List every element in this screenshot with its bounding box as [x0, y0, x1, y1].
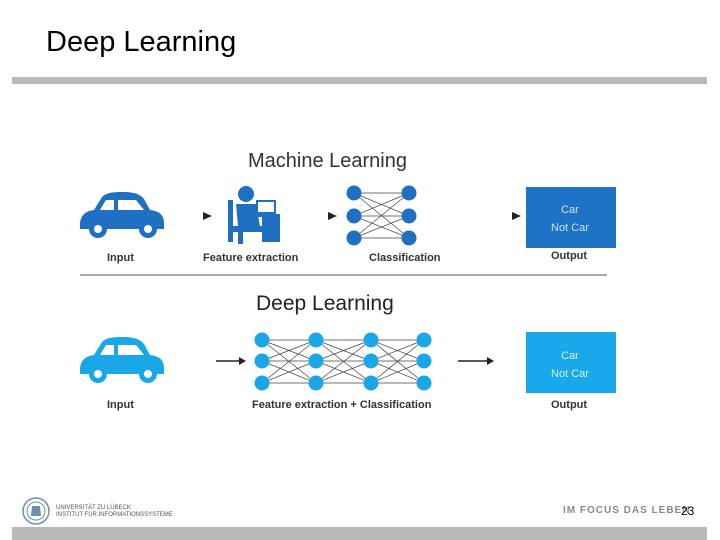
- network-edge: [315, 339, 372, 362]
- ml-classification-label: Classification: [369, 252, 441, 264]
- ml-neural-network: [346, 185, 417, 246]
- network-node: [308, 375, 324, 391]
- dl-input-label: Input: [107, 399, 134, 411]
- page-number: 23: [681, 504, 695, 518]
- dl-output-not-car: Not Car: [551, 368, 589, 380]
- network-edge: [370, 339, 425, 384]
- slide-title: Deep Learning: [46, 26, 237, 58]
- ml-output-car: Car: [561, 204, 579, 216]
- ml-arrow-2: [328, 212, 337, 220]
- network-node: [416, 353, 432, 369]
- network-edge: [261, 339, 317, 384]
- network-node: [346, 185, 362, 201]
- network-node: [308, 332, 324, 348]
- dl-output-box: [526, 332, 616, 393]
- ml-output-label: Output: [551, 250, 587, 262]
- network-node: [254, 332, 270, 348]
- network-edge: [370, 339, 425, 362]
- network-edge: [261, 360, 317, 384]
- network-edge: [261, 339, 317, 362]
- ml-arrow-1: [203, 212, 212, 220]
- network-node: [254, 353, 270, 369]
- dl-neural-network: [254, 332, 432, 391]
- network-node: [363, 332, 379, 348]
- dl-car-icon: [80, 337, 164, 383]
- network-node: [401, 185, 417, 201]
- network-edge: [353, 192, 410, 239]
- university-name-line-1: UNIVERSITÄT ZU LÜBECK: [56, 505, 131, 511]
- dl-feature-classification-label: Feature extraction + Classification: [252, 399, 432, 411]
- network-edge: [353, 215, 410, 239]
- network-node: [346, 208, 362, 224]
- network-node: [363, 353, 379, 369]
- ml-output-box: [526, 187, 616, 248]
- dl-output-car: Car: [561, 350, 579, 362]
- top-rule: [12, 77, 707, 84]
- dl-arrow-2: [458, 357, 494, 365]
- university-name-line-2: INSTITUT FÜR INFORMATIONSSYSTEME: [56, 512, 173, 518]
- dl-title: Deep Learning: [256, 292, 394, 315]
- ml-output-not-car: Not Car: [551, 222, 589, 234]
- bottom-rule: [12, 527, 707, 540]
- ml-feature-label: Feature extraction: [203, 252, 299, 264]
- university-name: UNIVERSITÄT ZU LÜBECK INSTITUT FÜR INFOR…: [56, 505, 173, 519]
- ml-title: Machine Learning: [248, 150, 407, 172]
- dl-output-label: Output: [551, 399, 587, 411]
- footer-motto: IM FOCUS DAS LEBEN: [563, 505, 691, 516]
- dl-arrow-1: [216, 357, 246, 365]
- network-node: [416, 332, 432, 348]
- ml-arrow-3: [512, 212, 521, 220]
- network-edge: [315, 339, 372, 384]
- network-node: [363, 375, 379, 391]
- person-at-computer-icon: [228, 186, 280, 244]
- network-edge: [315, 360, 372, 384]
- network-edge: [370, 360, 425, 384]
- network-node: [401, 208, 417, 224]
- ml-input-label: Input: [107, 252, 134, 264]
- network-edge: [353, 192, 410, 217]
- network-node: [308, 353, 324, 369]
- network-node: [254, 375, 270, 391]
- university-seal-icon: [22, 497, 50, 525]
- network-node: [416, 375, 432, 391]
- network-node: [346, 230, 362, 246]
- ml-car-icon: [80, 192, 164, 238]
- network-node: [401, 230, 417, 246]
